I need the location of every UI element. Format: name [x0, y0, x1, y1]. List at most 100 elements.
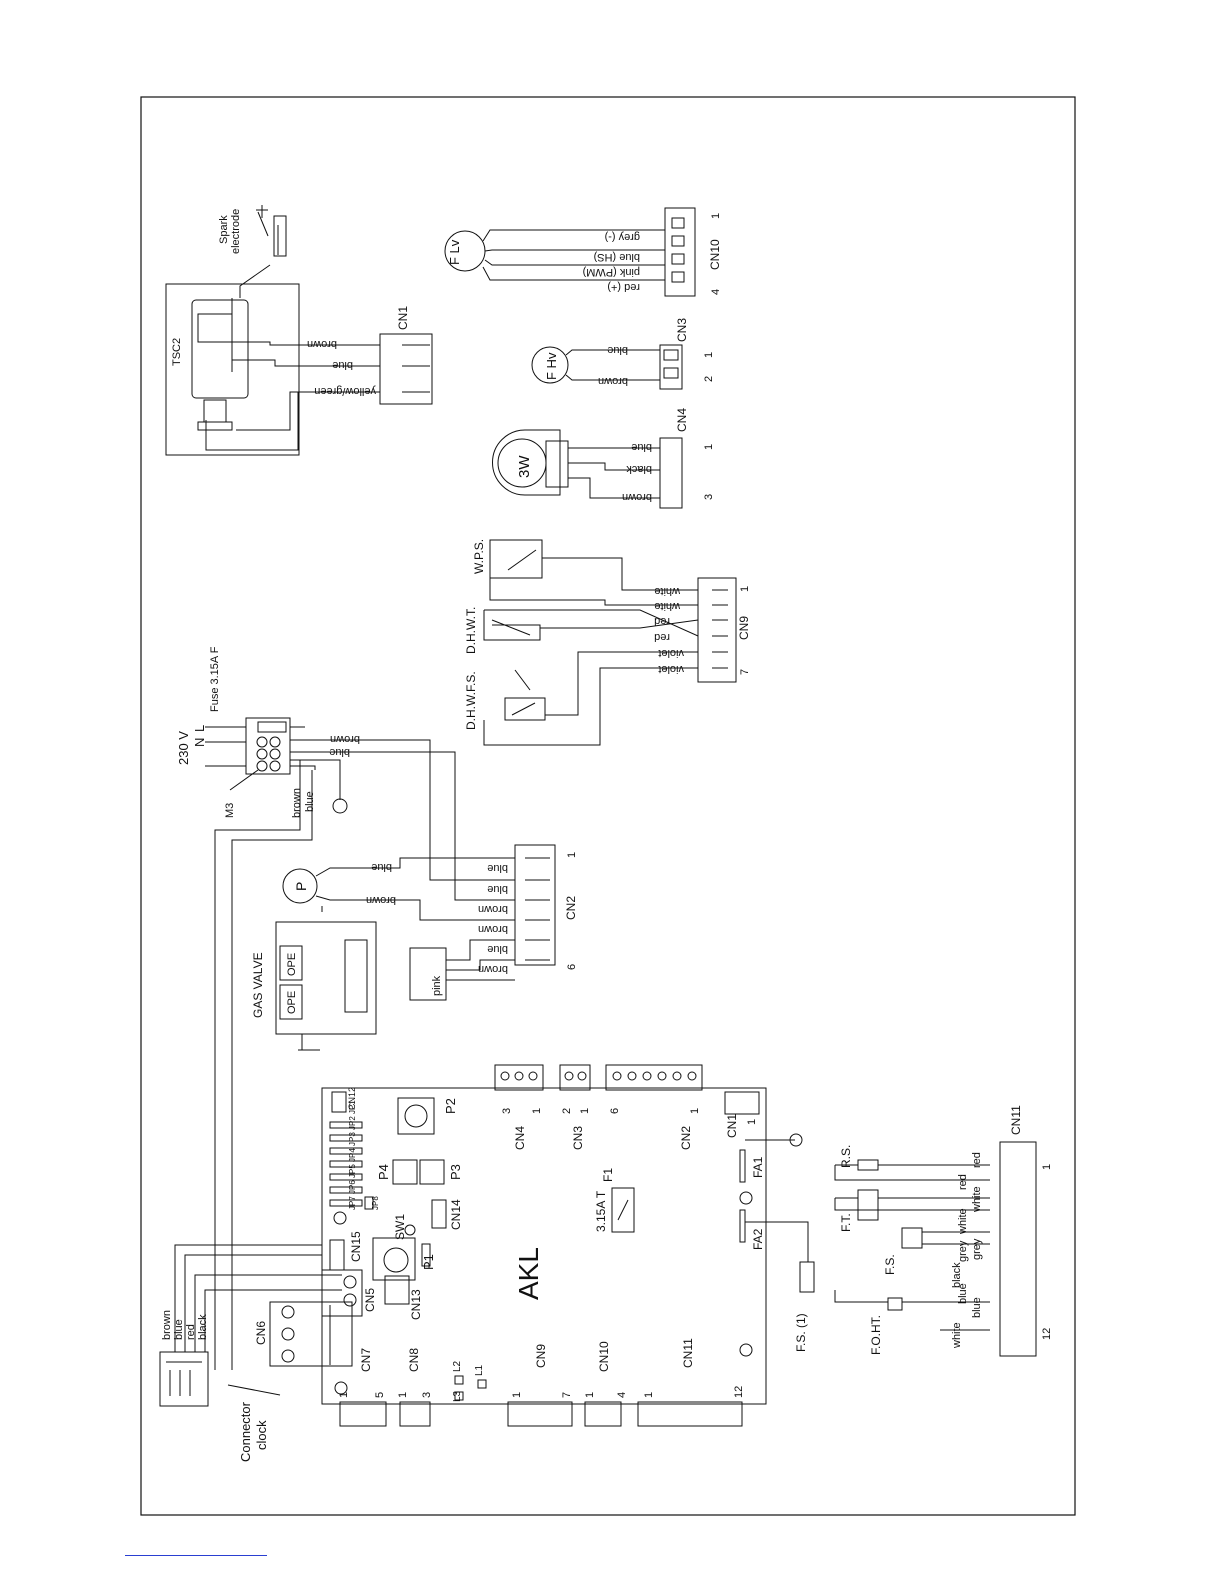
clock-wire-red: red [185, 1324, 197, 1340]
cn1-wire-brown: brown [307, 338, 337, 350]
cn11-wire-9: blue [971, 1297, 983, 1318]
wps-label: W.P.S. [472, 539, 486, 574]
cn10-pin-1: 1 [710, 213, 722, 219]
board-p2-label: P2 [443, 1098, 458, 1114]
cn11-sensors-group [834, 1141, 1037, 1357]
board-fa1-label: FA1 [751, 1156, 765, 1178]
rs-label: R.S. [839, 1145, 853, 1168]
tsc2-group [165, 205, 433, 456]
supply-fuse-label: Fuse 3.15A F [209, 646, 221, 712]
cn1-top-label: CN1 [396, 306, 410, 330]
flv-group [444, 207, 696, 297]
cn3-pin-1: 1 [703, 352, 715, 358]
three-way-valve-group [492, 429, 683, 509]
clock-wire-blue: blue [173, 1319, 185, 1340]
fhv-label: F Hv [544, 352, 559, 380]
cn3-wire-blue: blue [607, 344, 628, 356]
pin-cn3-2: 2 [561, 1108, 573, 1114]
board-cn6-label: CN6 [254, 1321, 268, 1345]
board-cn11-label: CN11 [681, 1338, 695, 1368]
cn11-wire-6: grey [957, 1240, 969, 1262]
cn2-wire-5: blue [487, 943, 508, 955]
cn4-wire-blue: blue [631, 441, 652, 453]
three-way-label: 3W [516, 455, 533, 478]
board-cn10-label: CN10 [597, 1341, 611, 1372]
pin-cn8-3: 3 [421, 1392, 433, 1398]
supply-n-label: N [192, 738, 207, 747]
pin-cn4-3: 3 [501, 1108, 513, 1114]
cn4-pin-1: 1 [703, 444, 715, 450]
board-jumpers-label: JP7 JP6 JP5 JP4 JP3 JP2 JP1 [348, 1100, 357, 1210]
cn9-top-label: CN9 [737, 616, 751, 640]
pin-cn10-1: 1 [584, 1392, 596, 1398]
pin-cn9-7: 7 [561, 1392, 573, 1398]
pink-label: pink [431, 975, 443, 996]
cn1-wire-yellowgreen: yellow/green [314, 385, 376, 397]
footer-rule [125, 1555, 267, 1556]
supply-group [205, 717, 515, 1370]
cn11-wire-3: white [971, 1186, 983, 1213]
cn10-top-label: CN10 [708, 239, 722, 270]
supply-wire-brown: brown [291, 788, 303, 818]
cn11-wire-8: blue [957, 1283, 969, 1304]
cn9-wire-white-1: white [654, 585, 681, 597]
board-cn12-label: CN12 [347, 1087, 357, 1110]
cn11-wire-7: black [951, 1262, 963, 1288]
pin-cn3-1: 1 [579, 1108, 591, 1114]
pin-cn7-5: 5 [374, 1392, 386, 1398]
pin-cn9-1: 1 [511, 1392, 523, 1398]
pump-label: P [293, 882, 309, 891]
cn11-wire-10: white [951, 1322, 963, 1349]
cn9-wire-violet-1: violet [658, 647, 684, 659]
board-p1-label: P1 [421, 1254, 436, 1270]
board-fa2-label: FA2 [751, 1228, 765, 1250]
cn2-pin-1: 1 [566, 852, 578, 858]
board-cn2-label: CN2 [679, 1126, 693, 1150]
pin-cn1-1: 1 [746, 1119, 758, 1125]
board-cn4-label: CN4 [513, 1126, 527, 1150]
pin-cn11-1: 1 [643, 1392, 655, 1398]
spark-label: Spark [218, 215, 230, 244]
pin-cn2-1: 1 [689, 1108, 701, 1114]
akl-board [269, 1064, 815, 1427]
pump-wire-blue: blue [371, 861, 392, 873]
supply-wire-blue: blue [304, 791, 316, 812]
cn4-top-label: CN4 [675, 408, 689, 432]
cn2-pin-6: 6 [566, 964, 578, 970]
fhv-group [531, 344, 683, 390]
cn10-wire-grey: grey (-) [605, 231, 640, 243]
board-p3-label: P3 [448, 1164, 463, 1180]
cn2-wire-2: blue [487, 883, 508, 895]
gas-valve-label: GAS VALVE [251, 952, 265, 1018]
cn2-top-label: CN2 [564, 896, 578, 920]
cn9-wire-red-2: red [654, 631, 670, 643]
supply-line-blue: blue [329, 746, 350, 758]
pin-cn10-4: 4 [616, 1392, 628, 1398]
ft-label: F.T. [839, 1213, 853, 1232]
board-cn13-label: CN13 [409, 1289, 423, 1320]
dhwt-label: D.H.W.T. [464, 607, 478, 654]
pump-gasvalve-group [275, 844, 556, 1051]
cn11-pin-12: 12 [1041, 1328, 1053, 1340]
cn9-pin-7: 7 [739, 669, 751, 675]
cn10-wire-pink: pink (PWM) [583, 266, 640, 278]
sensors-cn9-group [483, 539, 737, 746]
connector-clock-label-1: Connector [238, 1401, 253, 1462]
akl-board-name: AKL [513, 1247, 544, 1300]
supply-l-label: L [192, 725, 207, 732]
board-cn15-label: CN15 [349, 1231, 363, 1262]
pin-cn2-6: 6 [609, 1108, 621, 1114]
connector-clock-label-2: clock [254, 1420, 269, 1450]
board-p4-label: P4 [376, 1164, 391, 1180]
supply-line-brown: brown [330, 733, 360, 745]
cn1-wire-blue: blue [332, 359, 353, 371]
board-cn8-label: CN8 [407, 1348, 421, 1372]
cn9-wire-white-2: white [654, 600, 681, 612]
pin-cn7-1: 1 [338, 1392, 350, 1398]
pump-wire-brown: brown [366, 894, 396, 906]
pin-cn11-12: 12 [733, 1386, 745, 1398]
board-led-l2: L2 [452, 1360, 463, 1372]
clock-connector-group [159, 1244, 342, 1407]
board-cn7-label: CN7 [359, 1348, 373, 1372]
